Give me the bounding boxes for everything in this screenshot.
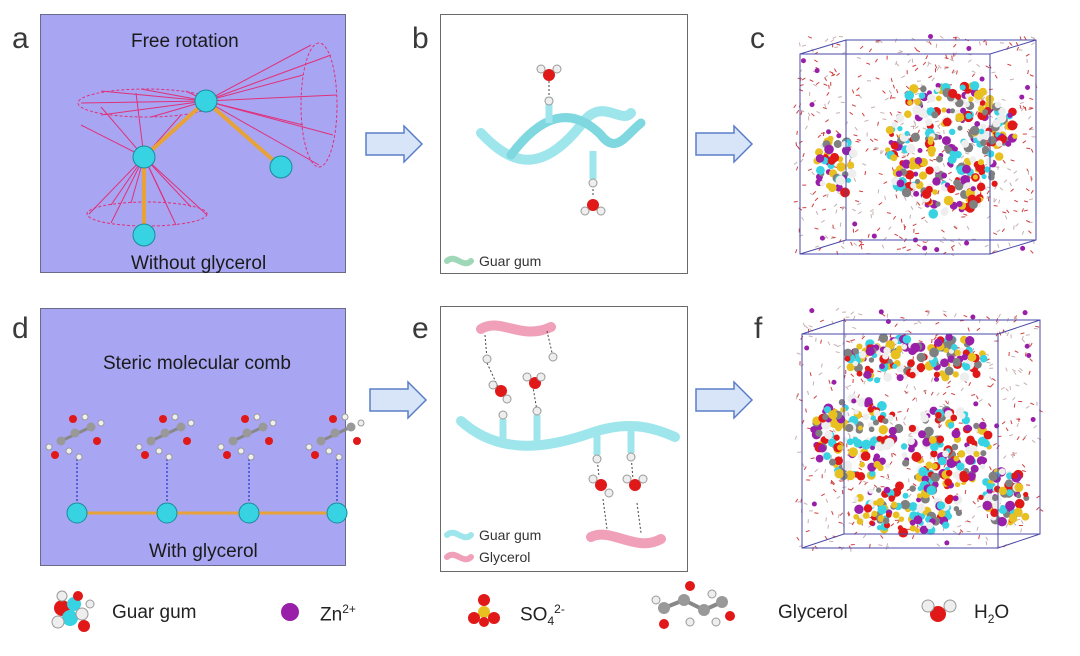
- panel-letter-c: c: [750, 22, 765, 55]
- guar-gum-aggregate-c: [813, 81, 1018, 219]
- rotation-diagram: [77, 42, 338, 247]
- arrow-a-to-b: [365, 124, 424, 164]
- legend-guar-icon-e: [444, 529, 474, 541]
- legend-guar-label: Guar gum: [112, 602, 197, 623]
- cone-ellipse-right: [300, 42, 338, 168]
- arrow-b-to-c: [695, 124, 754, 164]
- glycerol-strand-top: [476, 320, 556, 337]
- atom-top: [194, 89, 218, 113]
- panel-a: Free rotation Without glycerol: [40, 14, 346, 274]
- legend-guar-icon: [51, 590, 95, 632]
- arrow-e-to-f: [695, 380, 754, 420]
- atom-middle: [132, 145, 156, 169]
- panel-d: Steric molecular comb With glycerol: [40, 308, 365, 566]
- h-atom-2: [588, 178, 598, 188]
- legend-glycerol-icon-e: [444, 551, 474, 563]
- glycerol-teeth: [45, 413, 365, 524]
- molecular-comb-diagram: [45, 413, 365, 524]
- guar-glycerol-schematic: [444, 320, 680, 563]
- legend-guar-label-e: Guar gum: [479, 527, 542, 543]
- guar-legend-label: Guar gum: [479, 253, 542, 269]
- cone-rays: [80, 44, 338, 226]
- legend-zn-icon: [281, 603, 299, 621]
- md-box-without-glycerol: [793, 34, 1038, 257]
- legend-water-label: H2O: [974, 602, 1010, 626]
- panel-b: Guar gum: [440, 14, 688, 274]
- legend-glycerol-label: Glycerol: [778, 602, 848, 623]
- panel-c: [793, 34, 1044, 282]
- legend-glycerol-label-e: Glycerol: [479, 549, 531, 565]
- legend-sulfate-icon: [468, 594, 500, 627]
- panel-letter-d: d: [12, 312, 29, 345]
- arrow-d-to-e: [369, 380, 428, 420]
- hbonds-e: [484, 330, 642, 534]
- legend-water-icon: [921, 599, 957, 622]
- guar-strand-2: [506, 113, 646, 160]
- legend-glycerol-icon: [651, 581, 735, 629]
- guar-side-chains-e: [499, 415, 635, 455]
- sim-box-edges-c: [799, 39, 1037, 255]
- water-oxygen-2: [587, 199, 599, 211]
- water-h-1a: [536, 64, 546, 74]
- panel-f: [794, 307, 1048, 566]
- h-atom-1: [544, 96, 554, 106]
- panel-d-title: Steric molecular comb: [103, 353, 291, 374]
- bonds: [142, 99, 283, 235]
- legend-zn-label: Zn2+: [320, 602, 356, 626]
- water-oxygen-1: [543, 69, 555, 81]
- water-h-1b: [552, 64, 562, 74]
- glycerol-strand-bottom: [586, 529, 666, 549]
- guar-gum-schematic: [444, 64, 646, 267]
- panel-letter-a: a: [12, 22, 29, 55]
- water-h-2b: [596, 206, 606, 216]
- atom-bottom: [132, 223, 156, 247]
- guar-gum-network-f: [810, 333, 1030, 538]
- panel-letter-e: e: [412, 312, 429, 345]
- sim-box-edges-f: [801, 319, 1041, 549]
- guar-backbone-e: [456, 416, 680, 451]
- panel-a-caption: Without glycerol: [131, 253, 267, 274]
- panel-letter-f: f: [754, 312, 763, 345]
- panel-letter-b: b: [412, 22, 429, 55]
- panel-d-caption: With glycerol: [149, 541, 258, 562]
- guar-legend-icon: [444, 255, 474, 267]
- atom-right: [269, 155, 293, 179]
- panel-e: Guar gum Glycerol: [440, 306, 688, 572]
- legend-sulfate-label: SO42-: [520, 602, 565, 629]
- md-box-with-glycerol: [794, 307, 1044, 552]
- water-h-2a: [580, 206, 590, 216]
- water-molecules-e: [482, 352, 648, 498]
- panel-a-title: Free rotation: [131, 31, 239, 52]
